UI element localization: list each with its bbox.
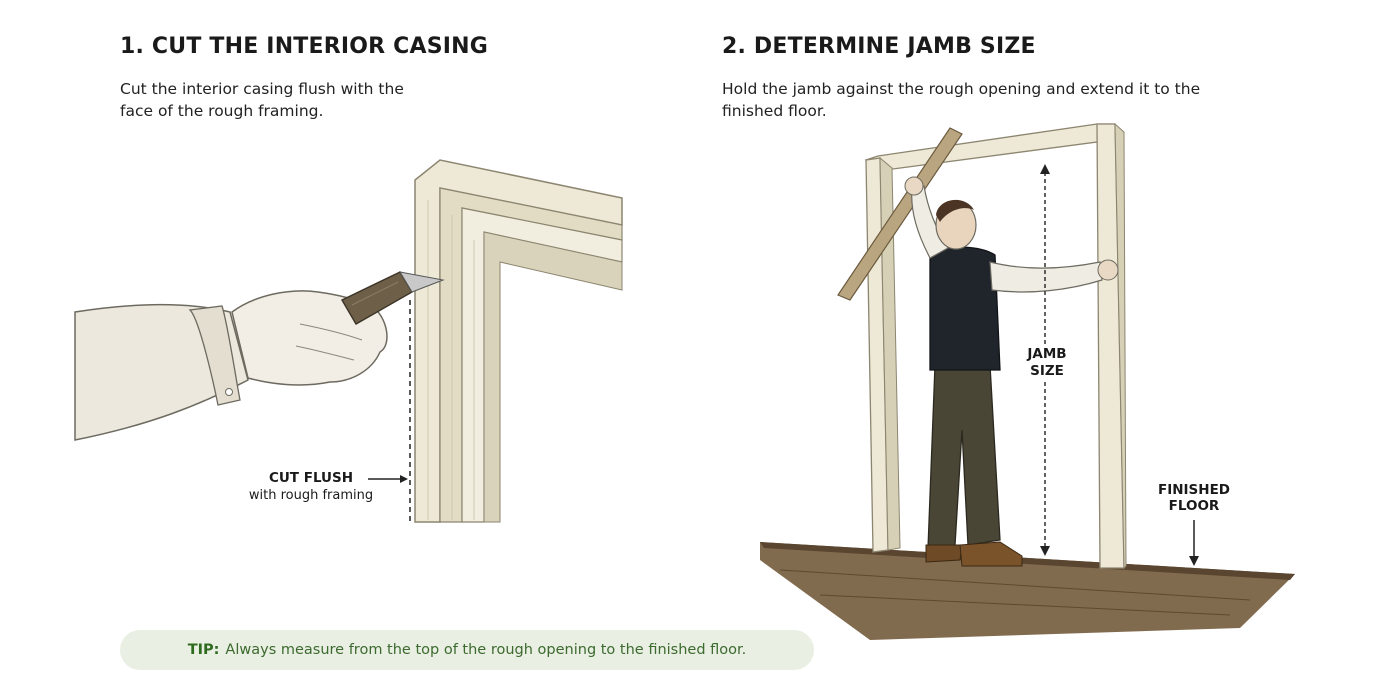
step-2-panel: 2. DETERMINE JAMB SIZE Hold the jamb aga…: [700, 0, 1400, 620]
step-2-title: 2. DETERMINE JAMB SIZE: [722, 34, 1036, 59]
hand-icon: [75, 291, 387, 440]
finished-floor-label-line2: FLOOR: [1169, 498, 1220, 514]
casing-cut-illustration: [0, 0, 700, 620]
jamb-size-label-line1: JAMB: [1027, 346, 1066, 362]
tip-text: Always measure from the top of the rough…: [225, 642, 746, 658]
cut-flush-label: CUT FLUSH: [236, 470, 386, 487]
step-2-description: Hold the jamb against the rough opening …: [722, 78, 1212, 122]
step-1-panel: 1. CUT THE INTERIOR CASING Cut the inter…: [0, 0, 700, 620]
finished-floor-label: FINISHED FLOOR: [1148, 482, 1240, 514]
finished-floor-label-line1: FINISHED: [1158, 482, 1230, 498]
cut-flush-callout: CUT FLUSH with rough framing: [236, 470, 386, 504]
door-casing: [415, 160, 622, 522]
cut-flush-sublabel: with rough framing: [249, 488, 373, 503]
jamb-size-label: JAMB SIZE: [1018, 346, 1076, 380]
tip-bar: TIP: Always measure from the top of the …: [120, 630, 814, 670]
jamb-size-label-line2: SIZE: [1030, 363, 1064, 379]
tip-label: TIP:: [188, 642, 220, 658]
